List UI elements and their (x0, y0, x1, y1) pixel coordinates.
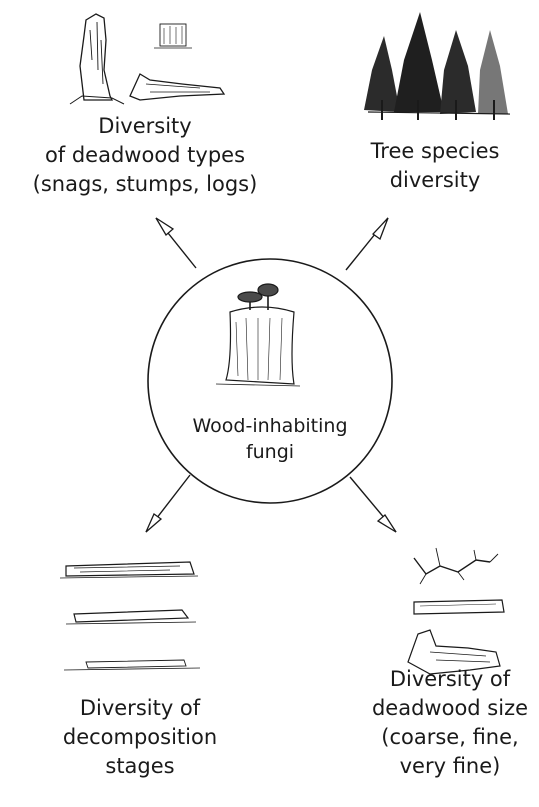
arrow-to-deadwood-types (156, 218, 196, 268)
deadwood-types-line-2: of deadwood types (0, 141, 290, 170)
deadwood-size-line-4: very fine) (350, 752, 539, 781)
decomposition-line-3: stages (40, 752, 240, 781)
arrow-to-deadwood-size (350, 477, 396, 532)
decomposition-label: Diversity of decomposition stages (40, 694, 240, 781)
deadwood-sizes-illustration (408, 548, 504, 674)
deadwood-types-line-1: Diversity (0, 112, 290, 141)
deadwood-size-line-3: (coarse, fine, (350, 723, 539, 752)
deadwood-types-label: Diversity of deadwood types (snags, stum… (0, 112, 290, 199)
deadwood-size-line-2: deadwood size (350, 694, 539, 723)
arrow-to-tree-species (346, 218, 388, 270)
trees-illustration (364, 12, 510, 120)
snag-stump-log-illustration (70, 14, 224, 104)
deadwood-size-line-1: Diversity of (350, 665, 539, 694)
deadwood-size-label: Diversity of deadwood size (coarse, fine… (350, 665, 539, 781)
center-label: Wood-inhabiting fungi (170, 413, 370, 465)
tree-species-label: Tree species diversity (340, 137, 530, 195)
decomposition-line-1: Diversity of (40, 694, 240, 723)
decomposition-logs-illustration (60, 562, 200, 670)
arrow-to-decomposition (146, 475, 190, 532)
tree-species-line-2: diversity (340, 166, 530, 195)
deadwood-types-line-3: (snags, stumps, logs) (0, 170, 290, 199)
decomposition-line-2: decomposition (40, 723, 240, 752)
tree-species-line-1: Tree species (340, 137, 530, 166)
center-line-2: fungi (170, 439, 370, 465)
center-line-1: Wood-inhabiting (170, 413, 370, 439)
